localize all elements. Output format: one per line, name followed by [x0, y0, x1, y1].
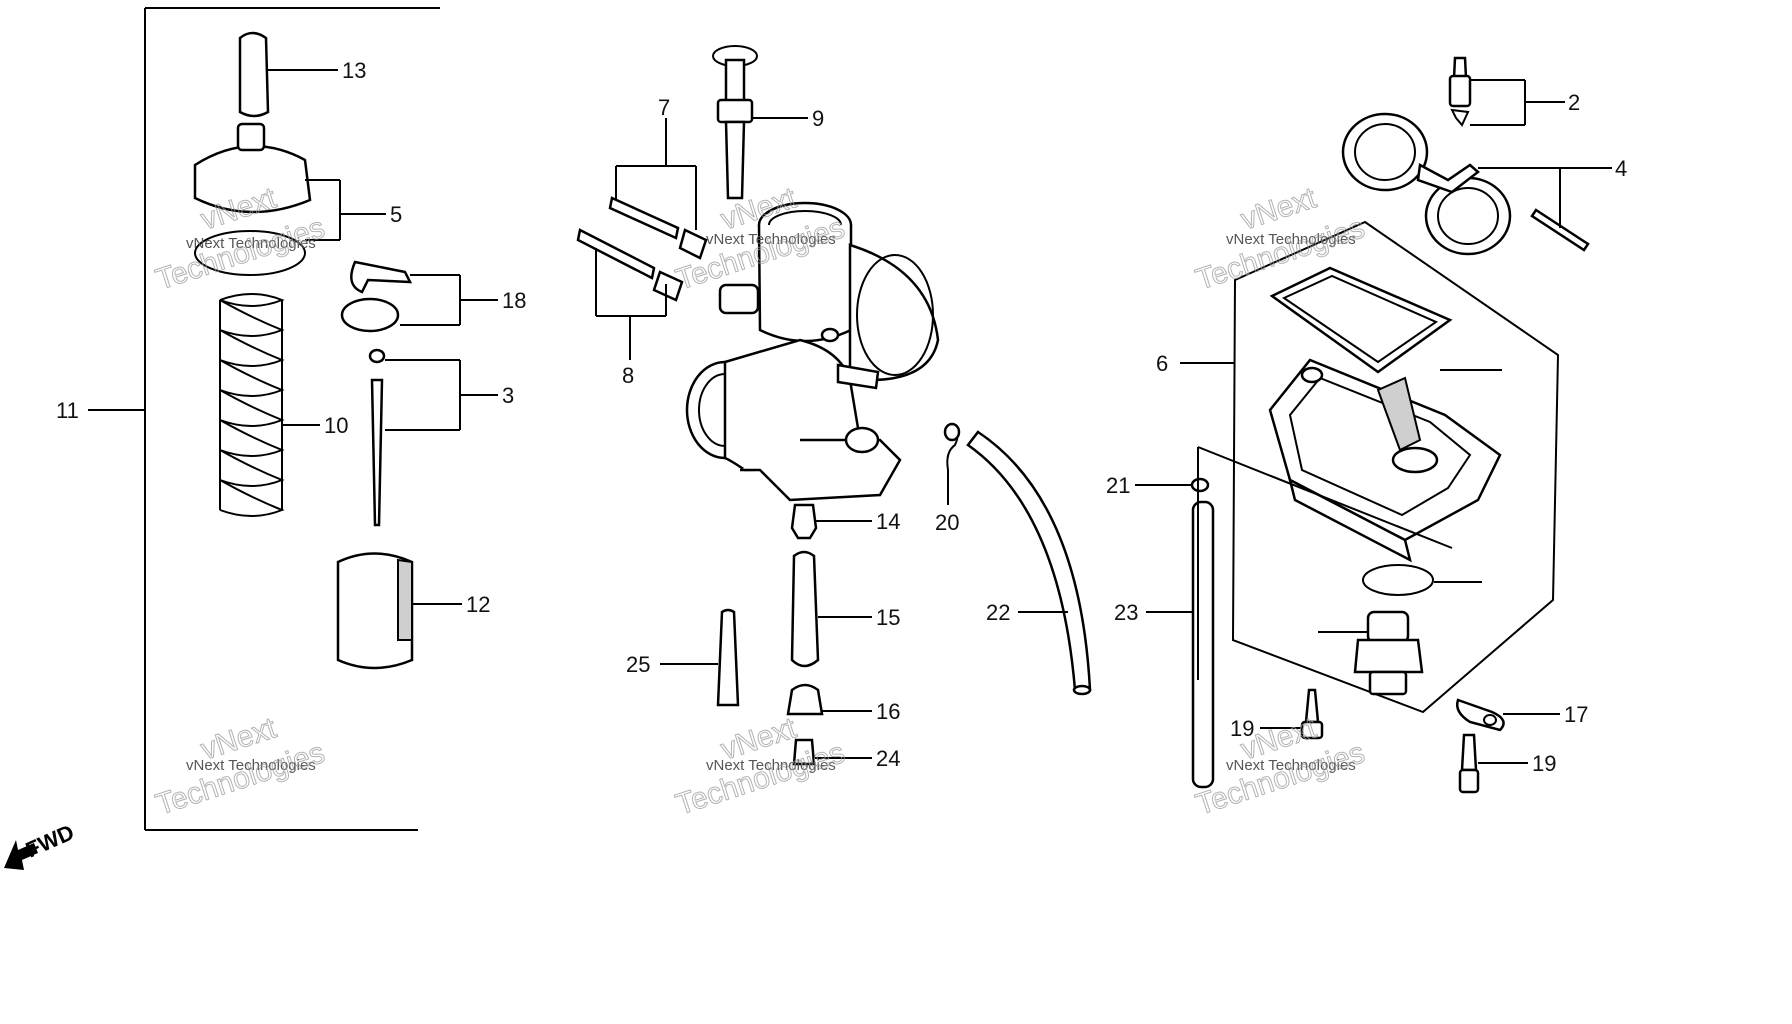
callout-10: 10: [324, 413, 348, 438]
callout-19a: 19: [1230, 716, 1254, 741]
part-24-washer: [792, 738, 872, 766]
group-bracket-11: [88, 7, 440, 831]
callout-3: 3: [502, 383, 514, 408]
part-22-overflow-tube: [966, 430, 1092, 696]
callout-16: 16: [876, 699, 900, 724]
svg-text:vNext Technologies: vNext Technologies: [706, 757, 836, 774]
svg-text:vNext Technologies: vNext Technologies: [186, 235, 316, 252]
fwd-arrow-icon: [4, 840, 38, 870]
callout-8: 8: [622, 363, 634, 388]
callout-9: 9: [812, 106, 824, 131]
part-4-float: [1341, 112, 1612, 256]
callout-20: 20: [935, 510, 959, 535]
part-15-needle-jet: [790, 550, 872, 668]
watermark: vNext vNext Technologies Technologies: [1191, 711, 1369, 822]
part-3-jet-needle: [368, 348, 498, 527]
svg-text:vNext Technologies: vNext Technologies: [706, 231, 836, 248]
watermark: vNext vNext Technologies Technologies: [671, 711, 849, 822]
callout-2: 2: [1568, 90, 1580, 115]
part-7-8-screws: [576, 118, 708, 360]
part-5-top-cap: [193, 122, 386, 276]
part-23-vent-tube: [1146, 500, 1215, 789]
part-13-cap: [238, 31, 338, 118]
fwd-label: FWD: [22, 819, 78, 862]
callout-24: 24: [876, 746, 900, 771]
callout-11: 11: [56, 398, 79, 423]
callout-13: 13: [342, 58, 366, 83]
callout-22: 22: [986, 600, 1010, 625]
callout-12: 12: [466, 592, 490, 617]
callout-6: 6: [1156, 351, 1168, 376]
group-outline-6: [1180, 220, 1560, 714]
part-9-stop-screw: [712, 45, 808, 200]
svg-text:vNext Technologies: vNext Technologies: [1226, 757, 1356, 774]
callout-14: 14: [876, 509, 900, 534]
callout-21: 21: [1106, 473, 1130, 498]
watermark: vNext vNext Technologies Technologies: [151, 711, 329, 822]
callout-18: 18: [502, 288, 526, 313]
callout-4: 4: [1615, 156, 1627, 181]
svg-text:vNext Technologies: vNext Technologies: [1226, 231, 1356, 248]
part-float-bowl: [1197, 266, 1502, 680]
callout-5: 5: [390, 202, 402, 227]
callout-25: 25: [626, 652, 650, 677]
part-16-main-jet: [786, 683, 872, 716]
part-2-float-valve: [1448, 56, 1565, 127]
part-21-clip: [1135, 477, 1210, 493]
part-20-clip: [943, 422, 961, 505]
svg-text:vNext Technologies: vNext Technologies: [186, 757, 316, 774]
callout-7: 7: [658, 95, 670, 120]
callout-15: 15: [876, 605, 900, 630]
part-12-throttle-valve: [336, 552, 462, 670]
callout-17: 17: [1564, 702, 1588, 727]
part-19-screws: [1260, 688, 1528, 794]
callout-19b: 19: [1532, 751, 1556, 776]
callout-23: 23: [1114, 600, 1138, 625]
part-drain-plug: [1318, 564, 1482, 696]
part-carburetor-body: [685, 201, 940, 502]
part-18-clip-plate: [340, 260, 498, 333]
part-14-jet-holder: [790, 503, 872, 540]
fwd-indicator: FWD: [4, 819, 78, 870]
part-10-spring: [219, 293, 320, 517]
part-17-stay-plate: [1456, 698, 1560, 732]
part-25-pilot-jet: [660, 608, 740, 707]
callout-labels: 2 3 4 5 6 7 8 9 10 11 12 13 14 15 16 17 …: [56, 58, 1627, 776]
